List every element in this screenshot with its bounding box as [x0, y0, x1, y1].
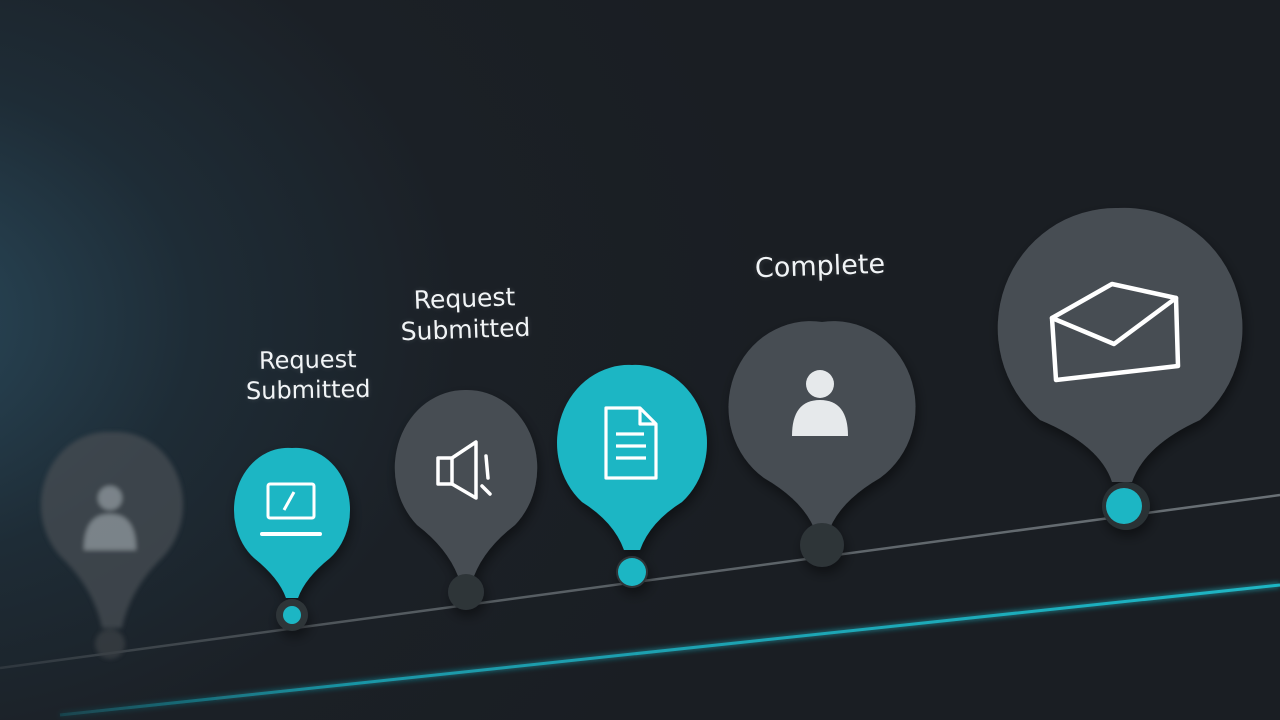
step-5-node — [800, 523, 844, 567]
step-6-bubble — [997, 207, 1243, 482]
step-5-label: Complete — [754, 248, 886, 285]
timeline-step-3[interactable] — [394, 389, 538, 610]
accent-line — [59, 583, 1280, 717]
timeline-step-6[interactable] — [997, 207, 1243, 530]
step-1-node — [95, 629, 125, 659]
step-2-node — [283, 606, 301, 624]
megaphone-icon — [436, 440, 492, 500]
step-3-bubble — [394, 389, 538, 576]
step-2-bubble — [233, 447, 351, 598]
timeline-step-2[interactable] — [233, 447, 351, 631]
user-icon — [84, 486, 136, 550]
timeline-step-1[interactable] — [40, 431, 184, 659]
step-3-label: Request Submitted — [400, 282, 531, 347]
timeline-step-5[interactable] — [728, 321, 916, 567]
envelope-icon — [1049, 281, 1181, 383]
user-icon — [792, 370, 848, 436]
step-3-node — [448, 574, 484, 610]
step-2-label: Request Submitted — [245, 345, 371, 406]
step-4-node — [618, 558, 646, 586]
document-icon — [604, 406, 658, 480]
step-6-node — [1106, 488, 1142, 524]
timeline-step-4[interactable] — [557, 364, 707, 588]
laptop-icon — [260, 482, 322, 536]
